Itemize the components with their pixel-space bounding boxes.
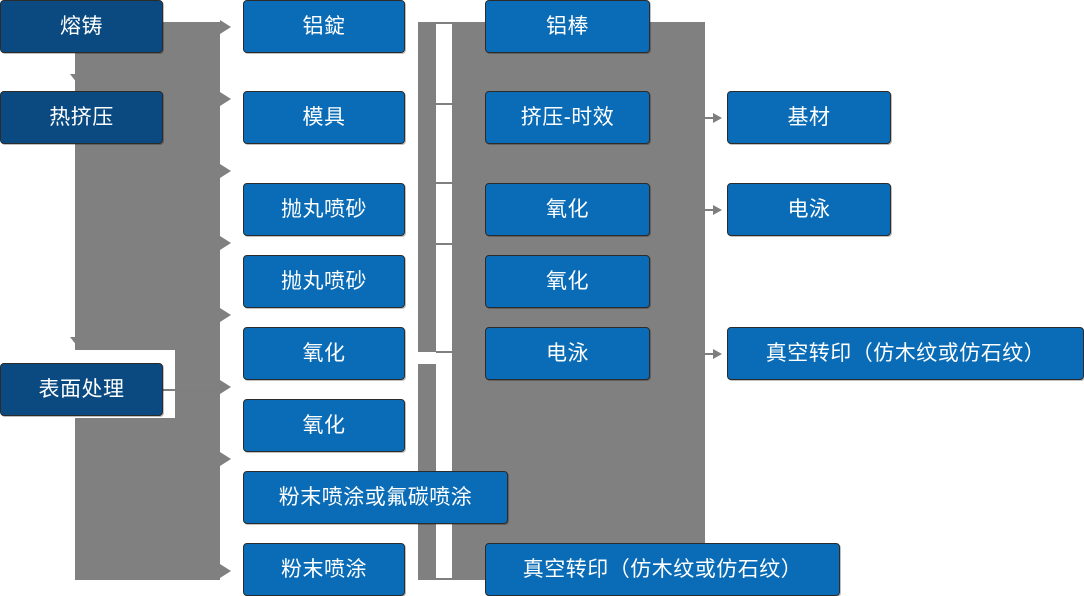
tie-row-4	[436, 243, 452, 245]
arrow-to-c4-1	[713, 113, 722, 123]
stage-box-surface-treatment[interactable]: 表面处理	[0, 363, 163, 416]
process-label: 挤压-时效	[520, 105, 615, 129]
arrow-to-c2-2	[220, 92, 231, 106]
arrow-to-c2-1	[220, 20, 231, 34]
process-label: 抛丸喷砂	[281, 269, 367, 293]
process-box-oxidation-2[interactable]: 氧化	[243, 399, 405, 452]
process-box-aluminum-bar[interactable]: 铝棒	[485, 0, 650, 53]
process-label: 粉末喷涂或氟碳喷涂	[278, 485, 473, 509]
process-box-aluminum-ingot[interactable]: 铝錠	[243, 0, 405, 53]
result-label: 真空转印（仿木纹或仿石纹）	[765, 341, 1046, 365]
process-label: 电泳	[546, 341, 589, 365]
arrow-stem-to-c4-3	[705, 353, 715, 355]
process-box-vacuum-transfer-printing-1[interactable]: 真空转印（仿木纹或仿石纹）	[485, 543, 840, 596]
connector-tick-stage2-stage3	[70, 337, 84, 346]
arrow-to-c2-3	[220, 164, 231, 178]
process-label: 铝錠	[302, 14, 346, 38]
tie-row-3	[436, 182, 452, 184]
process-box-oxidation-1[interactable]: 氧化	[243, 327, 405, 380]
process-label: 氧化	[302, 413, 346, 437]
process-box-shot-blasting-2[interactable]: 抛丸喷砂	[243, 255, 405, 308]
connector-tick-stage1-stage2	[70, 74, 84, 83]
process-label: 氧化	[302, 341, 346, 365]
process-box-shot-blasting-1[interactable]: 抛丸喷砂	[243, 183, 405, 236]
process-box-powder-coating[interactable]: 粉末喷涂	[243, 543, 405, 596]
tie-row-2	[436, 103, 452, 105]
arrow-to-c2-5	[220, 308, 231, 322]
tie-row-5	[436, 351, 452, 353]
result-label: 电泳	[787, 197, 831, 221]
process-label: 氧化	[546, 197, 589, 221]
result-box-base-material[interactable]: 基材	[727, 91, 891, 144]
process-box-oxidation-3[interactable]: 氧化	[485, 183, 650, 236]
arrow-to-c4-3	[713, 349, 722, 359]
tie-row-1	[436, 22, 452, 24]
process-label: 粉末喷涂	[281, 557, 367, 581]
process-box-mold[interactable]: 模具	[243, 91, 405, 144]
result-box-vacuum-transfer-printing-2[interactable]: 真空转印（仿木纹或仿石纹）	[727, 327, 1084, 380]
process-box-extrusion-aging[interactable]: 挤压-时效	[485, 91, 650, 144]
arrow-to-c2-4	[220, 236, 231, 250]
process-box-electrophoresis-1[interactable]: 电泳	[485, 327, 650, 380]
arrow-stem-to-c4-2	[705, 209, 715, 211]
stage-box-hot-extrusion[interactable]: 热挤压	[0, 91, 163, 144]
arrow-to-c4-2	[713, 205, 722, 215]
stage-label: 熔铸	[60, 14, 103, 38]
process-label: 铝棒	[546, 14, 589, 38]
arrow-to-c2-7	[220, 452, 231, 466]
connector-bar-column2-upper	[418, 22, 436, 352]
process-box-powder-or-fluorocarbon-coating[interactable]: 粉末喷涂或氟碳喷涂	[243, 471, 508, 524]
connector-stem-surface-treatment	[163, 389, 221, 391]
stage-label: 表面处理	[38, 377, 125, 401]
process-label: 模具	[302, 105, 346, 129]
stage-label: 热挤压	[49, 105, 114, 129]
process-label: 抛丸喷砂	[281, 197, 367, 221]
arrow-to-c2-6	[220, 380, 231, 394]
process-label: 氧化	[546, 269, 589, 293]
arrow-stem-to-c4-1	[705, 117, 715, 119]
result-box-electrophoresis[interactable]: 电泳	[727, 183, 891, 236]
process-box-oxidation-4[interactable]: 氧化	[485, 255, 650, 308]
result-label: 基材	[787, 105, 831, 129]
stage-box-melting-casting[interactable]: 熔铸	[0, 0, 163, 53]
arrow-to-c2-8	[220, 564, 231, 578]
process-label: 真空转印（仿木纹或仿石纹）	[522, 557, 803, 581]
tie-row-6	[436, 578, 452, 580]
